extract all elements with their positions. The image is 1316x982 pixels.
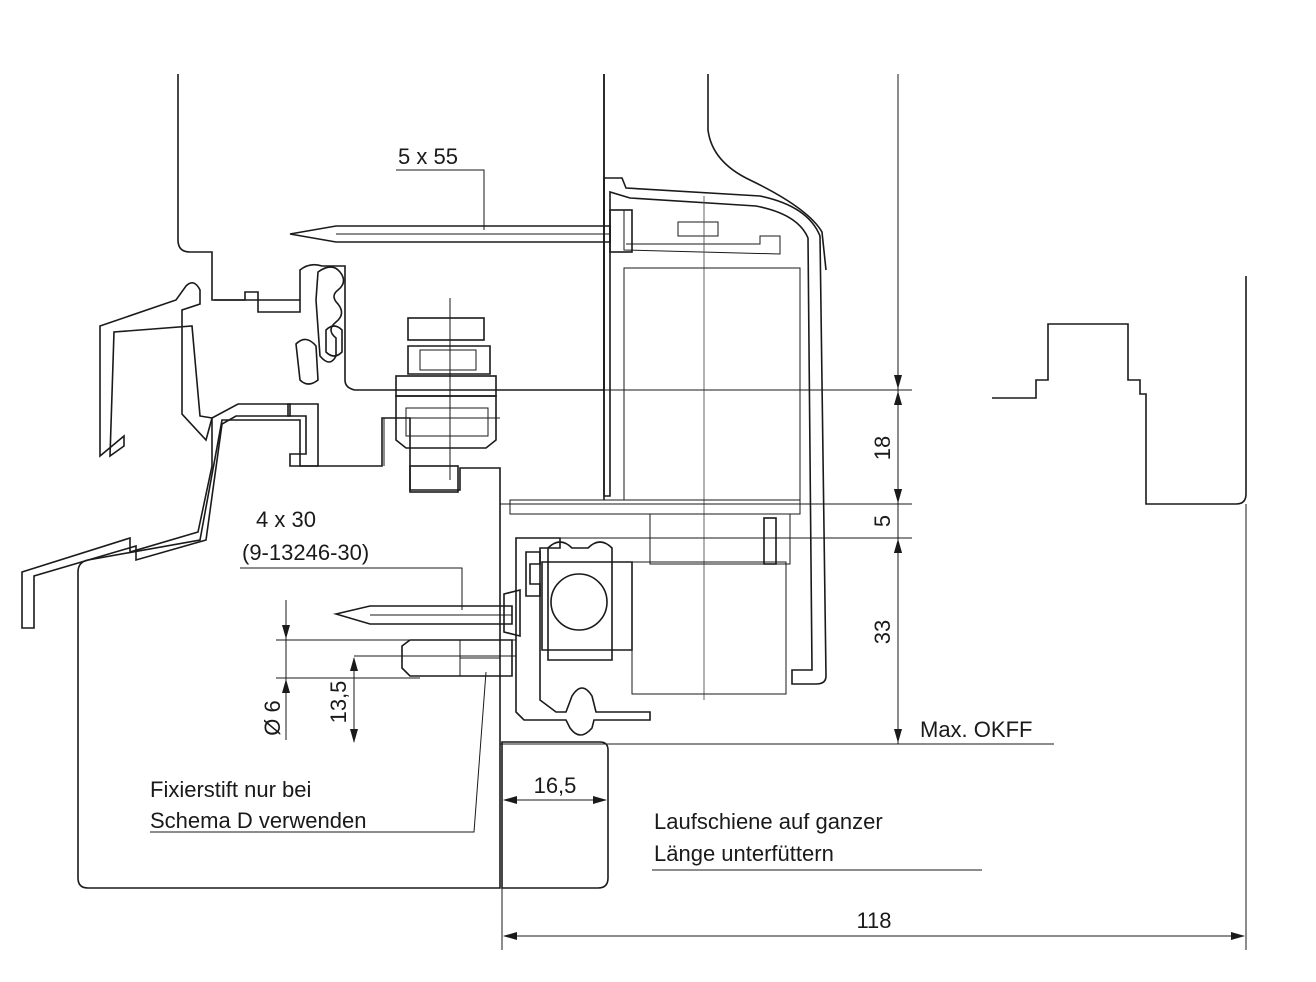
- label-note-laufschiene-line1: Laufschiene auf ganzer: [654, 809, 883, 834]
- handle-profile-outline: [992, 276, 1247, 505]
- label-dim-118: 118: [856, 908, 891, 933]
- fixing-pin: [401, 639, 513, 677]
- dimension-lines: [150, 74, 1247, 950]
- label-note-fixierstift-line1: Fixierstift nur bei: [150, 777, 311, 802]
- clamp-block: [383, 298, 500, 493]
- label-screw-article-number: (9-13246-30): [242, 540, 369, 565]
- right-frame-post: [603, 74, 827, 700]
- label-note-laufschiene-line2: Länge unterfüttern: [654, 841, 834, 866]
- label-dim-13-5: 13,5: [326, 681, 351, 724]
- packing-block: [501, 741, 609, 889]
- rail-housing-inner: [509, 267, 801, 695]
- label-dim-18: 18: [870, 436, 895, 460]
- drawing-labels: 5 x 55 4 x 30 (9-13246-30) 18 5 33 Ø 6 1…: [150, 144, 1032, 933]
- label-screw-4x30: 4 x 30: [256, 507, 316, 532]
- label-screw-5x55: 5 x 55: [398, 144, 458, 169]
- label-dim-16-5: 16,5: [534, 773, 577, 798]
- label-dim-5: 5: [870, 515, 895, 527]
- screw-5x55: [289, 209, 633, 253]
- aluminium-frame-profile: [21, 282, 319, 629]
- screw-4x30: [332, 588, 521, 638]
- label-dim-33: 33: [870, 620, 895, 644]
- label-note-fixierstift-line2: Schema D verwenden: [150, 808, 366, 833]
- upper-frame-timber: [177, 74, 605, 391]
- seal-profiles: [295, 266, 345, 385]
- label-max-okff: Max. OKFF: [920, 717, 1032, 742]
- running-rail-roller: [515, 537, 651, 736]
- label-dim-diameter-6: Ø 6: [260, 700, 285, 735]
